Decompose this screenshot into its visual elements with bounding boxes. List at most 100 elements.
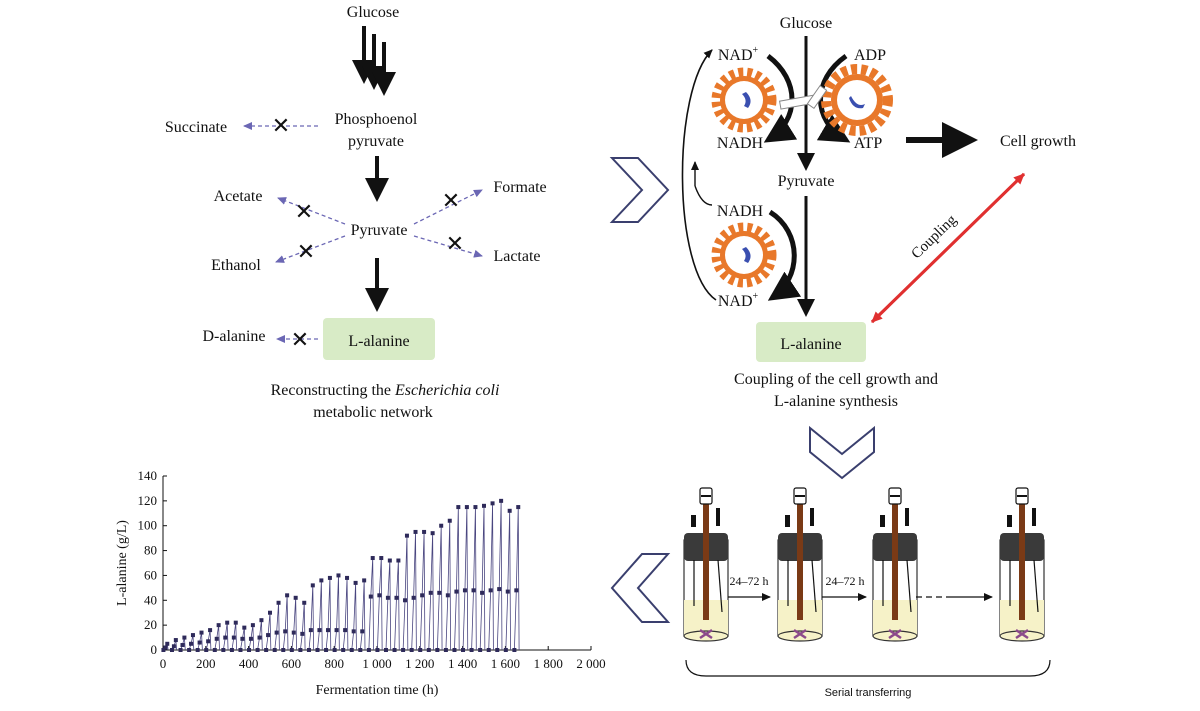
- batch-start-point: [332, 648, 337, 652]
- batch-cycle-line: [411, 531, 417, 651]
- x-tick-label: 600: [282, 656, 302, 671]
- batch-start-point: [486, 648, 491, 652]
- nad-plus-bottom-label: NAD+: [718, 291, 759, 310]
- peak-point: [293, 595, 298, 600]
- batch-start-point: [221, 648, 226, 652]
- peak-point: [327, 575, 332, 580]
- coupling-arrow-to-growth: [870, 172, 1026, 324]
- batch-start-point: [187, 648, 192, 652]
- batch-start-point: [366, 648, 371, 652]
- batch-start-point: [461, 648, 466, 652]
- chevron-left-icon: [610, 553, 671, 623]
- peak-point: [182, 635, 187, 640]
- sampling-tube: [1033, 559, 1039, 613]
- intermediate-point: [266, 633, 271, 638]
- batch-start-point: [204, 648, 209, 652]
- batch-cycle-line: [505, 510, 511, 651]
- batch-cycle-line: [454, 507, 460, 651]
- batch-cycle-line: [351, 582, 357, 651]
- batch-start-point: [409, 648, 414, 652]
- sampling-tube: [717, 559, 723, 613]
- peak-point: [233, 620, 238, 625]
- y-tick-label: 100: [138, 518, 158, 533]
- intermediate-point: [454, 589, 459, 594]
- batch-cycle-line: [488, 503, 494, 651]
- intermediate-point: [291, 630, 296, 635]
- peak-point: [250, 623, 255, 628]
- vessel-bottom: [777, 630, 823, 642]
- batch-cycle-line: [513, 507, 520, 651]
- peak-point: [516, 505, 521, 510]
- stir-bar-icon: [1015, 628, 1029, 640]
- intermediate-point: [368, 594, 373, 599]
- bioreactor-4: [999, 487, 1045, 642]
- batch-cycle-line: [317, 580, 323, 651]
- x-tick-label: 2 000: [576, 656, 605, 671]
- batch-start-point: [349, 648, 354, 652]
- x-tick-label: 400: [239, 656, 259, 671]
- intermediate-point: [360, 629, 365, 634]
- peak-point: [499, 498, 504, 503]
- peak-point: [165, 641, 170, 646]
- pep-label-line2: pyruvate: [348, 133, 404, 150]
- peak-point: [362, 578, 367, 583]
- batch-start-point: [401, 648, 406, 652]
- intermediate-point: [420, 593, 425, 598]
- batch-cycle-line: [205, 630, 212, 651]
- probe-rod: [1019, 500, 1025, 620]
- y-tick-label: 60: [144, 567, 157, 582]
- batch-start-point: [255, 648, 260, 652]
- nadh-bottom-label: NADH: [717, 203, 764, 220]
- intermediate-point: [189, 641, 194, 646]
- batch-start-point: [306, 648, 311, 652]
- intermediate-point: [223, 635, 228, 640]
- l-alanine-box-left: [323, 318, 435, 360]
- vessel-bottom: [683, 630, 729, 642]
- probe-rod: [797, 500, 803, 620]
- batch-start-point: [178, 648, 183, 652]
- batch-cycle-line: [291, 597, 297, 651]
- y-tick-label: 140: [138, 468, 158, 483]
- batch-cycle-line: [299, 602, 306, 651]
- peak-point: [225, 620, 230, 625]
- bioreactor-1: [683, 487, 729, 642]
- intermediate-point: [377, 593, 382, 598]
- stir-bar-icon: [699, 628, 713, 640]
- batch-cycle-line: [428, 533, 434, 651]
- x-tick-label: 800: [324, 656, 344, 671]
- d-alanine-knockout-cross-icon: ✕: [291, 328, 309, 353]
- succinate-label: Succinate: [165, 119, 227, 136]
- probe-rod: [892, 500, 898, 620]
- intermediate-point: [325, 628, 330, 633]
- nadh-to-nad-curve-bottom: [767, 209, 802, 301]
- peak-point: [456, 505, 461, 510]
- sensor-cap-left: [691, 515, 696, 527]
- intermediate-point: [343, 628, 348, 633]
- intermediate-point: [437, 590, 442, 595]
- nadh-recycling-link: [694, 185, 713, 206]
- x-tick-label: 1 800: [534, 656, 563, 671]
- peak-point: [285, 593, 290, 598]
- peak-point: [276, 600, 281, 605]
- formate-label: Formate: [493, 179, 546, 196]
- batch-cycle-line: [377, 558, 383, 651]
- intermediate-point: [163, 645, 168, 650]
- formate-pathway-arrow: [413, 189, 483, 225]
- sensor-cap-right: [1032, 508, 1036, 526]
- interval-label-2: 24–72 h: [826, 574, 865, 588]
- sensor-cap-left: [880, 515, 885, 527]
- cell-growth-label: Cell growth: [1000, 133, 1076, 150]
- peak-point: [473, 505, 478, 510]
- batch-start-point: [272, 648, 277, 652]
- intermediate-point: [197, 640, 202, 645]
- batch-cycle-line: [394, 560, 400, 651]
- peak-point: [216, 623, 221, 628]
- batch-start-point: [375, 648, 380, 652]
- acetate-pathway-arrow: [277, 197, 346, 225]
- batch-cycle-line: [445, 520, 452, 651]
- batch-start-point: [264, 648, 269, 652]
- probe-rod: [703, 500, 709, 620]
- peak-point: [507, 508, 512, 513]
- batch-cycle-line: [265, 612, 272, 651]
- batch-cycle-line: [436, 525, 443, 651]
